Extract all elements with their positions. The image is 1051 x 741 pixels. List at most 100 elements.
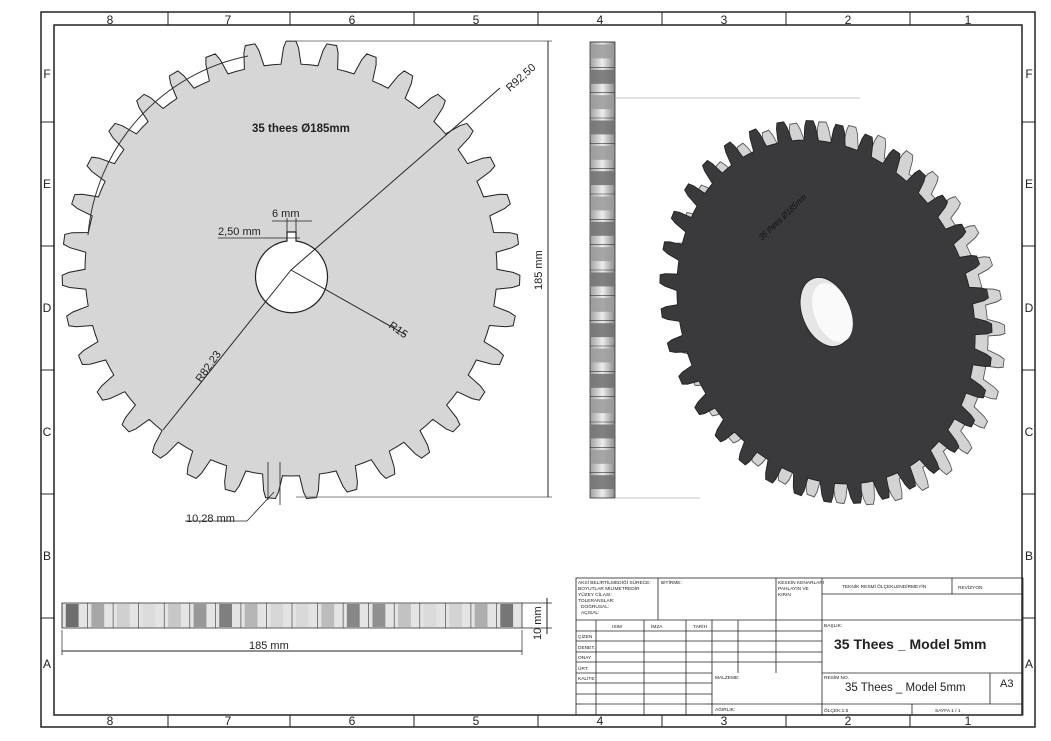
- bottom-tooth: [142, 604, 156, 627]
- zone-row-right: F: [1025, 67, 1032, 81]
- bottom-tooth: [321, 604, 335, 627]
- gear-front-view: R92,50 R82,23 R15 35 thees Ø185mm 6 mm 2…: [61, 40, 552, 525]
- side-tooth: [591, 424, 614, 439]
- side-tooth: [591, 449, 614, 464]
- edge-note-0: KESKİN KENARLARI: [778, 579, 824, 586]
- side-tooth: [591, 373, 614, 388]
- dim-root-radius-line: [162, 269, 292, 431]
- bottom-tooth: [346, 604, 360, 627]
- side-tooth: [591, 95, 614, 110]
- gear-isometric-view: 35 thees Ø185mm: [659, 120, 1006, 506]
- dim-outer-radius: R92,50: [504, 62, 538, 95]
- zone-row-right: E: [1025, 177, 1033, 191]
- zone-row-left: C: [43, 425, 52, 439]
- side-tooth: [591, 44, 614, 59]
- zone-col-top: 1: [965, 13, 972, 27]
- finish-label: BİTİRME:: [661, 579, 682, 586]
- zone-col-top: 5: [473, 13, 480, 27]
- side-tooth: [591, 196, 614, 211]
- dim-height: 185 mm: [533, 250, 545, 290]
- zone-col-top: 3: [721, 13, 728, 27]
- zone-col-bottom: 3: [721, 714, 728, 728]
- front-gear-label: 35 thees Ø185mm: [252, 123, 350, 135]
- no-scale-note: TEKNİK RESMİ ÖLÇEKLENDİRMEYİN: [842, 583, 927, 590]
- bottom-tooth: [423, 604, 437, 627]
- side-tooth: [591, 475, 614, 490]
- row-drawn: ÇİZEN: [578, 633, 593, 640]
- zone-col-bottom: 5: [473, 714, 480, 728]
- zone-row-right: A: [1025, 657, 1033, 671]
- side-tooth: [591, 323, 614, 338]
- drawing-title: 35 Thees _ Model 5mm: [834, 636, 987, 652]
- bottom-tooth: [244, 604, 258, 627]
- zone-col-top: 2: [845, 13, 852, 27]
- edge-note-1: PAHLAYIN VE: [778, 586, 809, 592]
- zone-col-bottom: 7: [225, 714, 232, 728]
- side-tooth: [591, 69, 614, 84]
- bottom-tooth: [219, 604, 232, 627]
- zone-row-left: D: [43, 301, 52, 315]
- bottom-tooth: [449, 604, 462, 627]
- dim-keyway-depth: 2,50 mm: [218, 226, 261, 238]
- gear-side-view: [589, 41, 860, 499]
- row-mfg: ÜRT.: [578, 665, 589, 672]
- side-tooth: [591, 171, 614, 186]
- bottom-tooth: [91, 604, 105, 627]
- edge-note-2: KIRIN: [778, 592, 791, 598]
- dim-keyway-width: 6 mm: [272, 208, 300, 220]
- gear-bottom-view: 185 mm 10 mm: [61, 598, 552, 655]
- root-circle-arc: [87, 55, 249, 236]
- zone-row-left: B: [43, 549, 51, 563]
- side-tooth: [591, 272, 614, 287]
- zone-row-left: F: [43, 67, 50, 81]
- zone-row-right: D: [1025, 301, 1034, 315]
- col-header-name: ISIM: [612, 624, 622, 630]
- bottom-tooth: [500, 604, 514, 627]
- zone-col-top: 6: [349, 13, 356, 27]
- zone-col-top: 7: [225, 13, 232, 27]
- iso-bore-inner: [812, 283, 853, 343]
- zone-col-bottom: 8: [107, 714, 114, 728]
- sheet-size: A3: [1000, 678, 1013, 690]
- bottom-tooth: [193, 604, 207, 627]
- zone-col-bottom: 1: [965, 714, 972, 728]
- tol-line-0: AKSİ BELİRTİLMEDİĞİ SÜRECE:: [578, 579, 651, 586]
- zone-row-left: E: [43, 177, 51, 191]
- tol-line-3: TOLERANSLAR:: [578, 598, 614, 604]
- col-header-sign: İMZA: [651, 623, 663, 630]
- side-tooth: [591, 145, 614, 160]
- zone-ticks: [41, 12, 1035, 727]
- bottom-tooth: [168, 604, 181, 627]
- drawing-no-label: RESİM NO.: [824, 674, 849, 681]
- zone-col-bottom: 6: [349, 714, 356, 728]
- dim-tooth-gap: 10,28 mm: [186, 513, 235, 525]
- dim-gap-leader-b: [246, 491, 275, 522]
- side-tooth: [591, 297, 614, 312]
- zone-col-top: 8: [107, 13, 114, 27]
- side-tooth: [591, 120, 614, 135]
- bottom-tooth: [372, 604, 386, 627]
- row-quality: KALİTE: [578, 675, 595, 682]
- tol-line-4: DOĞRUSAL:: [581, 603, 609, 610]
- side-tooth: [591, 399, 614, 414]
- side-tooth: [591, 221, 614, 236]
- bottom-tooth: [295, 604, 309, 627]
- dim-outer-radius-line: [290, 87, 501, 271]
- tol-line-5: AÇISAL:: [581, 610, 599, 616]
- row-checked: DENET.: [578, 645, 595, 651]
- material-label: MALZEME:: [715, 675, 740, 681]
- sheet-number: SAYFA 1 / 1: [935, 708, 961, 714]
- bottom-tooth: [474, 604, 488, 627]
- bottom-tooth: [65, 604, 79, 627]
- dim-thickness: 10 mm: [532, 606, 544, 640]
- bottom-tooth: [270, 604, 284, 627]
- title-block: [575, 577, 1024, 716]
- zone-col-bottom: 4: [597, 714, 604, 728]
- weight-label: AĞIRLIK:: [715, 706, 735, 713]
- drawing-no: 35 Thees _ Model 5mm: [845, 682, 966, 694]
- zone-col-bottom: 2: [845, 714, 852, 728]
- title-block-text: AKSİ BELİRTİLMEDİĞİ SÜRECE: BOYUTLAR MİL…: [578, 579, 1013, 714]
- col-header-date: TARİH: [693, 623, 708, 630]
- bottom-tooth: [116, 604, 130, 627]
